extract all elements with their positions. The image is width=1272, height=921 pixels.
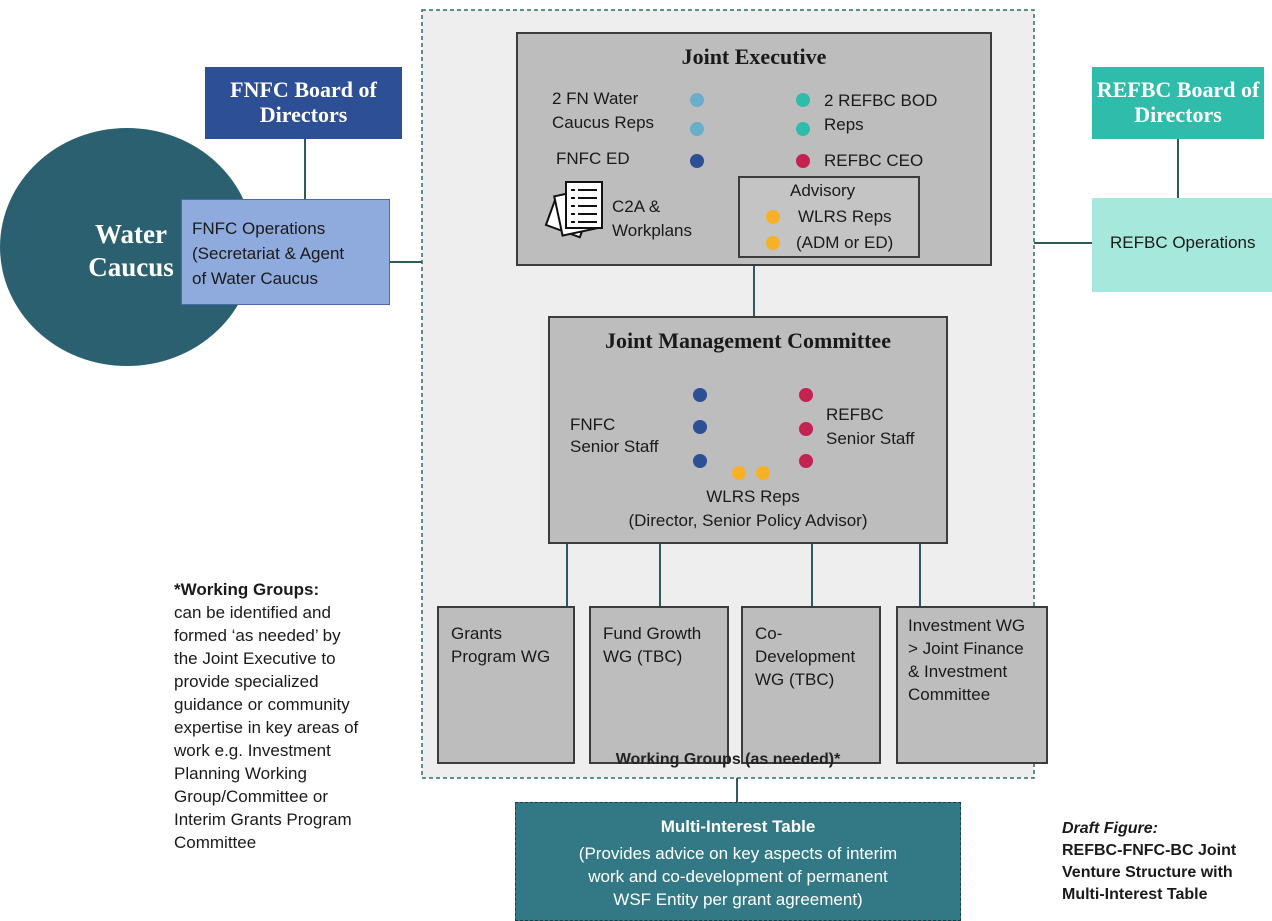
wg-note-line: formed ‘as needed’ by xyxy=(174,626,341,645)
wg-line: Development xyxy=(755,647,856,666)
fnfc-staff-line2: Senior Staff xyxy=(570,437,659,456)
c2a-line2: Workplans xyxy=(612,221,692,240)
multi-interest-line: work and co-development of permanent xyxy=(588,867,888,886)
wlrs-rep-dot xyxy=(766,210,780,224)
refbc-ceo-dot xyxy=(796,154,810,168)
wg-line: & Investment xyxy=(908,662,1008,681)
fn-rep-dot xyxy=(690,122,704,136)
fnfc-ed-dot xyxy=(690,154,704,168)
wg-note-line: Interim Grants Program xyxy=(174,810,352,829)
wg-note-line: expertise in key areas of xyxy=(174,718,359,737)
refbc-bod-dot xyxy=(796,122,810,136)
refbc-operations-box: REFBC Operations xyxy=(1092,198,1272,292)
jmc-wlrs-line1: WLRS Reps xyxy=(706,487,800,506)
joint-executive-title: Joint Executive xyxy=(681,44,827,69)
fnfc-staff-dot xyxy=(693,388,707,402)
multi-interest-line: (Provides advice on key aspects of inter… xyxy=(578,844,898,863)
fnfc-staff-dot xyxy=(693,454,707,468)
refbc-staff-line2: Senior Staff xyxy=(826,429,915,448)
refbc-staff-dot xyxy=(799,422,813,436)
wlrs-rep-dot xyxy=(766,236,780,250)
refbc-ceo-label: REFBC CEO xyxy=(824,151,924,170)
fnfc-staff-line1: FNFC xyxy=(570,415,616,434)
wg-note-line: Planning Working xyxy=(174,764,307,783)
joint-management-title: Joint Management Committee xyxy=(605,328,891,353)
fnfc-ops-line2: (Secretariat & Agent xyxy=(192,244,345,263)
wg-note-line: work e.g. Investment xyxy=(174,741,331,760)
wg-note-heading: *Working Groups: xyxy=(174,580,320,599)
wg-co-development: Co- Development WG (TBC) xyxy=(741,606,881,764)
c2a-line1: C2A & xyxy=(612,197,661,216)
refbc-staff-dot xyxy=(799,388,813,402)
wg-note-line: Group/Committee or xyxy=(174,787,328,806)
wg-line: Grants xyxy=(451,624,503,643)
wlrs-rep-dot xyxy=(756,466,770,480)
refbc-staff-line1: REFBC xyxy=(826,405,884,424)
fnfc-board-box: FNFC Board of Directors xyxy=(205,67,402,139)
wg-note-line: Committee xyxy=(174,833,257,852)
draft-figure-line: REFBC-FNFC-BC Joint xyxy=(1062,842,1237,859)
fnfc-staff-dot xyxy=(693,420,707,434)
refbc-staff-dot xyxy=(799,454,813,468)
wg-line: Program WG xyxy=(451,647,551,666)
wg-line: WG (TBC) xyxy=(603,647,683,666)
multi-interest-title: Multi-Interest Table xyxy=(660,817,816,836)
wg-line: > Joint Finance xyxy=(908,639,1024,658)
advisory-line3: (ADM or ED) xyxy=(796,233,894,252)
fn-reps-line2: Caucus Reps xyxy=(552,113,655,132)
wg-note-line: the Joint Executive to xyxy=(174,649,336,668)
wg-line: Co- xyxy=(755,624,783,643)
document-icon xyxy=(544,181,603,239)
wlrs-rep-dot xyxy=(732,466,746,480)
wg-investment: Investment WG > Joint Finance & Investme… xyxy=(896,606,1048,764)
wg-note: *Working Groups: can be identified and f… xyxy=(174,578,404,854)
fn-rep-dot xyxy=(690,93,704,107)
wg-note-line: can be identified and xyxy=(174,603,331,622)
wg-line: Fund Growth xyxy=(603,624,702,643)
wg-grants-program: Grants Program WG xyxy=(437,606,575,764)
advisory-title: Advisory xyxy=(790,181,856,200)
refbc-ops-label: REFBC Operations xyxy=(1110,233,1256,252)
fnfc-ed-label: FNFC ED xyxy=(556,149,630,168)
refbc-bod-dot xyxy=(796,93,810,107)
draft-figure-label: Draft Figure: xyxy=(1062,820,1158,837)
wg-note-line: guidance or community xyxy=(174,695,350,714)
water-caucus-label: Water Caucus xyxy=(88,219,174,282)
draft-figure-caption: Draft Figure: REFBC-FNFC-BC Joint Ventur… xyxy=(1062,818,1272,906)
wg-fund-growth: Fund Growth WG (TBC) xyxy=(589,606,729,764)
multi-interest-line: WSF Entity per grant agreement) xyxy=(613,890,863,909)
advisory-line2: WLRS Reps xyxy=(798,207,892,226)
fnfc-ops-line1: FNFC Operations xyxy=(192,219,326,238)
refbc-board-title: REFBC Board of Directors xyxy=(1096,77,1260,127)
fnfc-board-title: FNFC Board of Directors xyxy=(230,77,377,127)
wg-line: Committee xyxy=(908,685,991,704)
draft-figure-line: Multi-Interest Table xyxy=(1062,886,1208,903)
draft-figure-line: Venture Structure with xyxy=(1062,864,1233,881)
advisory-box: Advisory WLRS Reps (ADM or ED) xyxy=(738,176,920,258)
jmc-wlrs-line2: (Director, Senior Policy Advisor) xyxy=(628,511,868,530)
refbc-board-box: REFBC Board of Directors xyxy=(1092,67,1264,139)
refbc-bod-line2: Reps xyxy=(824,115,864,134)
fnfc-ops-line3: of Water Caucus xyxy=(192,269,318,288)
refbc-bod-line1: 2 REFBC BOD xyxy=(824,91,938,110)
fnfc-operations-box: FNFC Operations (Secretariat & Agent of … xyxy=(181,199,390,305)
wg-line: WG (TBC) xyxy=(755,670,835,689)
joint-executive-box: Joint Executive 2 FN Water Caucus Reps F… xyxy=(516,32,992,266)
wg-line: Investment WG xyxy=(908,616,1026,635)
multi-interest-box: Multi-Interest Table (Provides advice on… xyxy=(515,802,961,921)
joint-management-box: Joint Management Committee FNFC Senior S… xyxy=(548,316,948,544)
working-groups-caption: Working Groups (as needed)* xyxy=(615,751,841,768)
fn-reps-line1: 2 FN Water xyxy=(552,89,639,108)
wg-note-line: provide specialized xyxy=(174,672,319,691)
